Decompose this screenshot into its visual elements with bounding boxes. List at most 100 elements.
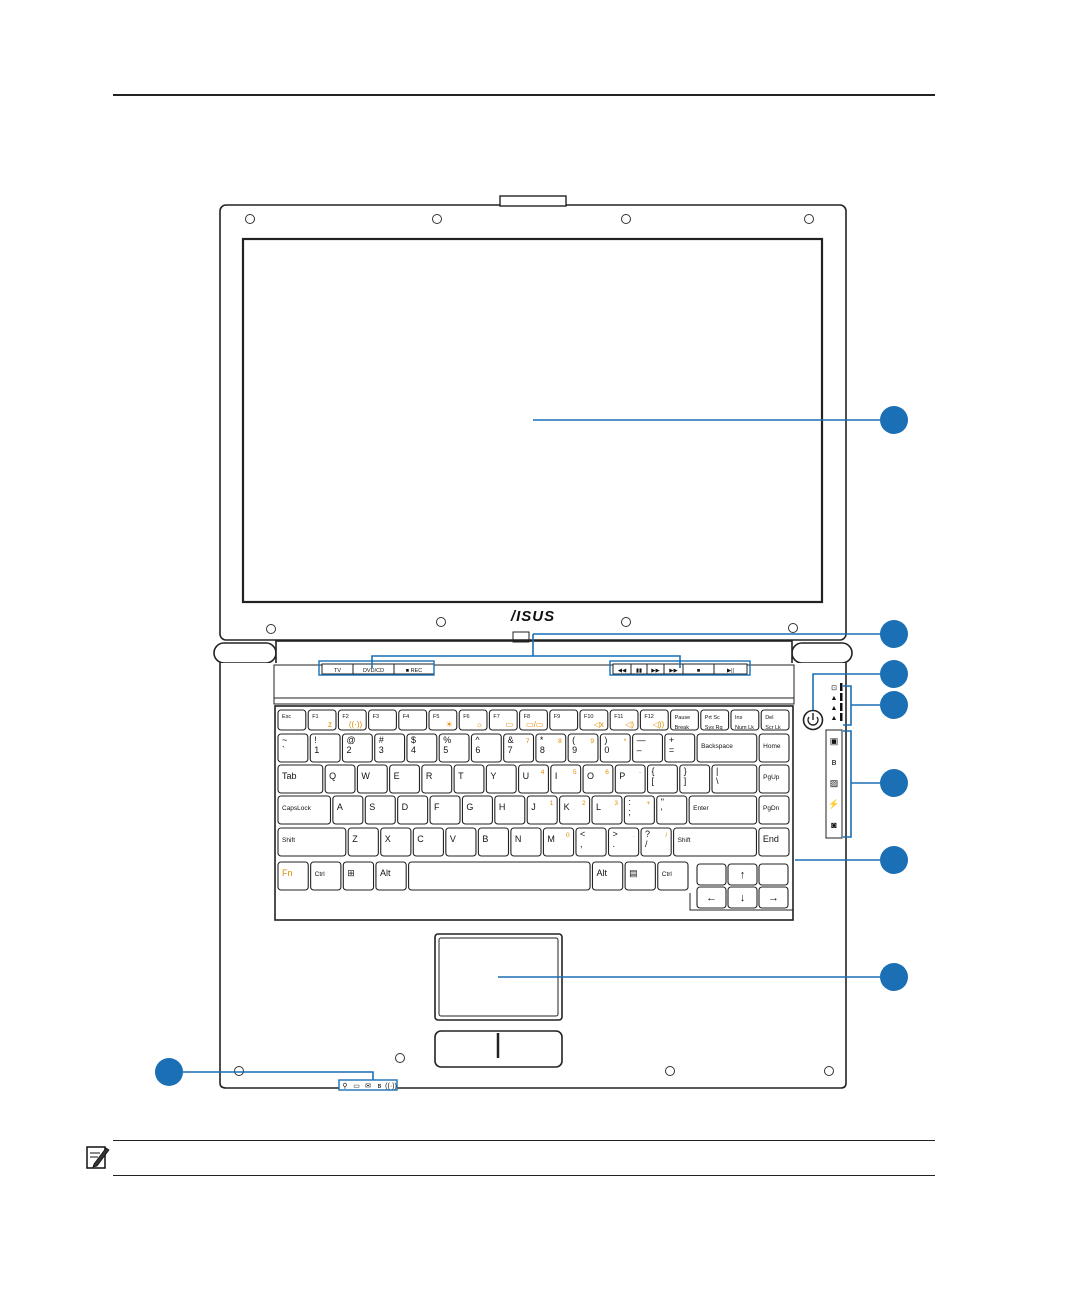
key-label: End: [763, 834, 779, 844]
key-f8: F8▭/▭: [519, 709, 548, 731]
key-label: Shift: [678, 837, 691, 844]
key-label: F3: [373, 714, 379, 720]
key-h: H: [494, 795, 526, 825]
note-pencil-icon: [86, 1146, 110, 1169]
key-f5: F5☀: [428, 709, 458, 731]
key-sym: >..: [607, 827, 640, 857]
key-sym: ~`: [277, 733, 309, 763]
key-label: E: [394, 771, 400, 781]
key-label: !: [314, 735, 317, 745]
key-label: Alt: [596, 868, 607, 878]
key-label: 0: [604, 745, 609, 755]
express-key-icon: ◙: [831, 820, 837, 830]
callouts: [155, 406, 908, 1086]
key-label: 3: [379, 745, 384, 755]
key-label: =: [669, 745, 674, 755]
key-label: D: [402, 802, 409, 812]
key-label: CapsLock: [282, 805, 312, 812]
key-label: X: [385, 834, 391, 844]
key-label: Alt: [380, 868, 391, 878]
key-fn-label: 4: [541, 769, 545, 776]
status-indicators-top: ⊡▲▲▲: [831, 683, 843, 722]
key-label: G: [466, 802, 473, 812]
key-enter: Enter: [688, 795, 758, 825]
key-label: &: [508, 735, 514, 745]
arrow-key-label: ←: [706, 892, 717, 904]
front-indicator-icon: ✉: [365, 1083, 371, 1090]
key-label: <: [580, 829, 585, 839]
express-key-icon: ʙ: [832, 757, 837, 767]
key-end: End: [758, 827, 790, 857]
key-label: K: [564, 802, 570, 812]
key-label: L: [596, 802, 601, 812]
key-sym: "': [656, 795, 688, 825]
key-tab: Tab: [277, 764, 324, 794]
key-label: ^: [475, 735, 480, 745]
key-f7: F7▭: [488, 709, 518, 731]
key-v: V: [445, 827, 477, 857]
key-3: #3: [374, 733, 406, 763]
key-label: #: [379, 735, 384, 745]
key-label: O: [587, 771, 594, 781]
key-8: *88: [535, 733, 567, 763]
key-ctrl: Ctrl: [657, 861, 689, 891]
key-fn-label: .: [633, 832, 635, 839]
key-label: Enter: [693, 805, 709, 812]
status-indicators-front: ⚲▭✉ʙ((·)): [338, 1079, 398, 1091]
key-label: F5: [433, 714, 439, 720]
key-label: ': [661, 807, 663, 817]
callout-dot-instant-keys: [880, 620, 908, 648]
key-label: F10: [584, 714, 593, 720]
key-fn-label: ◁x: [594, 720, 604, 729]
key-label: F2: [342, 714, 348, 720]
arrow-key: [727, 886, 758, 909]
key-label: 7: [508, 745, 513, 755]
key-label: `: [282, 745, 285, 755]
arrow-key-label: ↓: [740, 892, 746, 904]
key-shift: Shift: [673, 827, 758, 857]
key-f6: F6☼: [458, 709, 488, 731]
key-9: (99: [567, 733, 599, 763]
key-fn-label: ((·)): [349, 720, 363, 729]
key-f11: F11◁): [609, 709, 639, 731]
key-e: E: [389, 764, 421, 794]
key-label: P: [619, 771, 625, 781]
key-label: ": [661, 797, 664, 807]
key-alt: Alt: [591, 861, 624, 891]
key-label: Break: [675, 725, 690, 731]
key-sym: —–: [632, 733, 663, 763]
key-label: PgUp: [763, 774, 780, 781]
key-label: *: [540, 735, 544, 745]
key-f10: F10◁x: [579, 709, 609, 731]
key-label: Shift: [282, 837, 295, 844]
key-sym: |\: [711, 764, 758, 794]
key-1: !1: [309, 733, 341, 763]
key-label: N: [515, 834, 522, 844]
key-label: $: [411, 735, 416, 745]
key-label: F11: [614, 714, 623, 720]
key-label: A: [337, 802, 343, 812]
arrow-key-label: →: [768, 892, 779, 904]
key-label: {: [652, 766, 655, 776]
key-b: B: [477, 827, 510, 857]
key-f2: F2((·)): [337, 709, 367, 731]
arrow-key: [727, 863, 758, 886]
key-label: F9: [554, 714, 560, 720]
callout-dot-status-indicators-front: [155, 1058, 183, 1086]
key-label: 6: [475, 745, 480, 755]
key-label: 1: [314, 745, 319, 755]
key-p: P-: [614, 764, 646, 794]
front-indicator-icon: ((·)): [385, 1083, 397, 1090]
key-f9: F9: [549, 709, 579, 731]
key-label: Home: [763, 743, 781, 750]
key-label: F: [434, 802, 440, 812]
key-alt: Alt: [375, 861, 407, 891]
key-fn-label: -: [639, 769, 641, 776]
key-label: 8: [540, 745, 545, 755]
